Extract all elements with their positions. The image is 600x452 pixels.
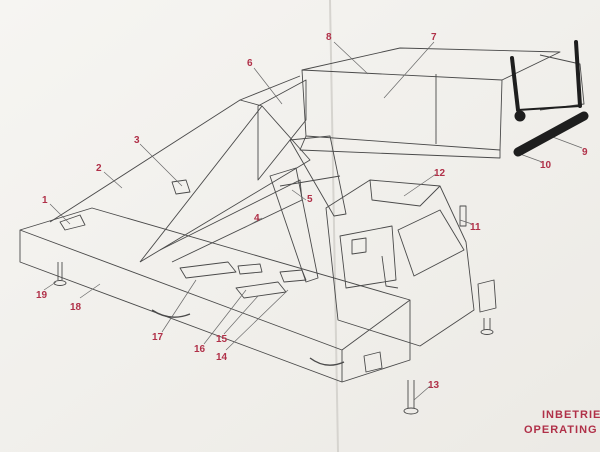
leader-16 (203, 289, 247, 345)
support-leg-rear (57, 262, 63, 280)
upper-rail (239, 75, 301, 101)
callout-labels: 1 2 3 4 5 6 7 8 9 10 11 12 13 14 15 16 1… (36, 32, 588, 391)
roller-hub (514, 110, 526, 122)
callout-6: 6 (247, 58, 253, 69)
support-foot-front (403, 407, 419, 415)
handrail-bar (517, 105, 581, 111)
chassis-front-edge (341, 299, 411, 351)
callout-10: 10 (540, 160, 552, 171)
callout-3: 3 (134, 135, 140, 146)
stair-underside (159, 179, 303, 263)
front-wheel (309, 357, 345, 366)
callout-17: 17 (152, 332, 164, 343)
lift-crossbar (279, 175, 341, 187)
callout-5: 5 (307, 194, 313, 205)
rear-wheel (151, 309, 191, 318)
chassis-step (363, 351, 383, 373)
control-panel-left (179, 261, 237, 279)
cab-window-panel (351, 237, 367, 255)
callout-4: 4 (254, 213, 260, 224)
stair-deck (49, 99, 263, 263)
callout-19: 19 (36, 290, 48, 301)
cab-windshield (397, 209, 465, 277)
handrail-left-post (510, 56, 520, 112)
leader-4 (243, 217, 263, 229)
side-rail-panel (257, 79, 307, 181)
support-leg-front (407, 380, 415, 408)
handrail-right-post (574, 40, 582, 108)
callout-7: 7 (431, 32, 437, 43)
leader-13 (413, 385, 431, 401)
leader-17 (161, 279, 197, 333)
platform-roof (301, 47, 561, 81)
callout-8: 8 (326, 32, 332, 43)
callout-18: 18 (70, 302, 82, 313)
leader-5 (291, 189, 307, 201)
front-handrail-assembly (510, 40, 589, 157)
control-panel-right (279, 269, 307, 283)
front-stabilizer (477, 279, 497, 313)
leader-2 (103, 171, 123, 189)
callout-16: 16 (194, 344, 206, 355)
truck-cab (325, 179, 475, 347)
control-panel-mid (237, 263, 263, 275)
callout-15: 15 (216, 334, 228, 345)
caption-line-1: INBETRIE (542, 409, 600, 421)
caption-line-2: OPERATING (524, 424, 598, 436)
cab-mirror-arm (381, 255, 399, 289)
paper-fold (329, 0, 339, 452)
support-leg-right (483, 318, 491, 330)
leader-7 (383, 41, 435, 99)
side-mirror (459, 205, 467, 227)
leader-9 (549, 135, 583, 149)
leader-lines (43, 41, 583, 401)
leader-18 (79, 283, 101, 299)
lift-arm-rear (269, 167, 319, 283)
callout-2: 2 (96, 163, 102, 174)
leader-3 (139, 143, 183, 187)
stair-deck-side (139, 105, 311, 263)
callout-11: 11 (470, 222, 481, 233)
leader-8 (333, 41, 369, 75)
deck-handle (171, 179, 191, 195)
bumper-roller (513, 111, 589, 157)
rear-step (59, 214, 86, 231)
lift-arm-front (289, 135, 347, 217)
leader-15 (223, 295, 259, 335)
callout-12: 12 (434, 168, 446, 179)
leader-6 (253, 67, 283, 105)
leader-1 (49, 203, 71, 225)
callout-13: 13 (428, 380, 440, 391)
chassis-frame (19, 207, 411, 383)
callout-1: 1 (42, 195, 48, 206)
callout-9: 9 (582, 147, 588, 158)
caption-block: INBETRIE OPERATING (524, 409, 600, 436)
support-foot-right (480, 329, 494, 335)
cab-door (339, 225, 397, 289)
leader-11 (459, 219, 473, 225)
leader-10 (519, 153, 543, 163)
callout-14: 14 (216, 352, 228, 363)
leader-14 (225, 289, 289, 351)
leader-12 (403, 173, 437, 197)
cab-roof (369, 179, 441, 207)
line-drawing (19, 41, 585, 415)
platform-floor (299, 135, 501, 159)
leader-19 (43, 281, 57, 291)
